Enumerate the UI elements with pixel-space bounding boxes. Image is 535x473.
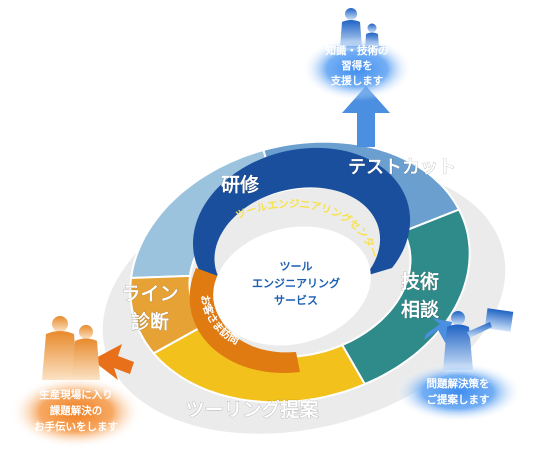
arrow-up-icon [342, 86, 390, 147]
top-right-bubble-line-1: 知識・技術の [326, 44, 389, 57]
top-right-bubble [302, 37, 412, 101]
bottom-left-bubble-line-1: 生産現場に入り [39, 388, 113, 401]
workers-silhouette-icon [42, 316, 100, 380]
blue-ring-band [192, 147, 411, 276]
presenter-silhouette-icon [443, 308, 514, 370]
segment-right-label-2: 相談 [401, 298, 440, 321]
bottom-right-bubble [394, 362, 522, 422]
segment-left-label-2: 診断 [131, 310, 169, 333]
top-right-bubble-line-2: 習得を [341, 59, 373, 72]
segment-right-top-label: テストカット [348, 157, 456, 178]
bottom-left-bubble-line-3: お手伝いをします [34, 420, 118, 433]
arrow-left-icon [92, 344, 134, 380]
top-right-bubble-line-3: 支援します [330, 74, 384, 87]
segment-top-label: 研修 [221, 173, 260, 196]
segment-left-label-1: ライン [121, 283, 178, 305]
segment-bottom-label: ツーリング提案 [185, 398, 319, 421]
segment-right-label-1: 技術 [401, 270, 439, 293]
center-disc [213, 226, 371, 346]
bottom-right-bubble-line-2: ご提案します [427, 393, 490, 406]
center-line-2: エンジニアリング [252, 276, 340, 290]
center-line-1: ツール [280, 260, 313, 273]
arrow-down-right-icon [424, 318, 452, 344]
bottom-left-bubble [10, 376, 142, 448]
center-line-3: サービス [274, 293, 318, 307]
bottom-right-bubble-line-1: 問題解決策を [427, 377, 490, 390]
orange-ring-band [189, 268, 300, 373]
bottom-left-bubble-line-2: 課題解決の [50, 404, 103, 417]
